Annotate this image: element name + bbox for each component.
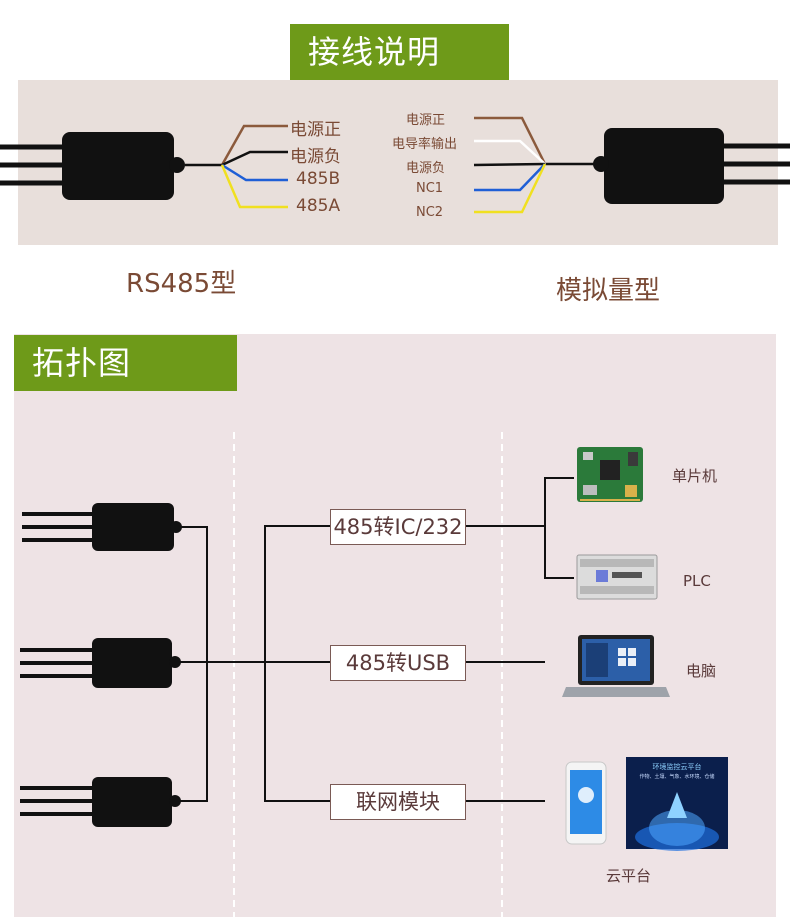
pc-label: 电脑 — [686, 662, 717, 680]
converter-ic232-box: 485转IC/232 — [330, 509, 466, 545]
wire-label: 电源正 — [406, 113, 446, 128]
wire-label: 电源正 — [290, 120, 341, 140]
analog-probe-icon — [593, 128, 790, 204]
wire-label: 电导率输出 — [392, 137, 458, 152]
wire-label: NC1 — [416, 181, 444, 196]
wiring-section-title: 接线说明 — [290, 24, 509, 80]
sensor-probe-icon — [20, 638, 181, 688]
mcu-label: 单片机 — [672, 467, 718, 485]
rs485-probe-icon — [0, 132, 185, 200]
cloud-screen-menu: 作物、土壤、气象、水环境、仓储 — [639, 774, 715, 780]
rs485-wires — [185, 124, 288, 209]
laptop-icon — [562, 635, 670, 697]
cloud-screen-title: 环境监控云平台 — [652, 763, 702, 771]
cloud-label: 云平台 — [606, 867, 652, 885]
cloud-screen-icon — [626, 757, 728, 851]
wire-label: 485A — [296, 196, 341, 216]
plc-label: PLC — [683, 572, 711, 590]
network-module-box: 联网模块 — [330, 784, 466, 820]
plc-icon — [576, 554, 658, 600]
analog-wires — [473, 116, 595, 214]
wire-label: 电源负 — [290, 147, 341, 167]
bus-lines — [180, 477, 574, 802]
analog-type-label: 模拟量型 — [556, 276, 661, 306]
wire-label: 485B — [296, 169, 341, 189]
sensor-probe-icon — [20, 777, 181, 827]
converter-usb-box: 485转USB — [330, 645, 466, 681]
sensor-probe-icon — [22, 503, 182, 551]
wire-label: 电源负 — [406, 161, 446, 176]
mcu-board-icon — [577, 447, 643, 502]
topology-section-title: 拓扑图 — [14, 335, 237, 391]
rs485-type-label: RS485型 — [126, 269, 237, 299]
wire-label: NC2 — [416, 205, 444, 220]
phone-icon — [565, 761, 607, 845]
